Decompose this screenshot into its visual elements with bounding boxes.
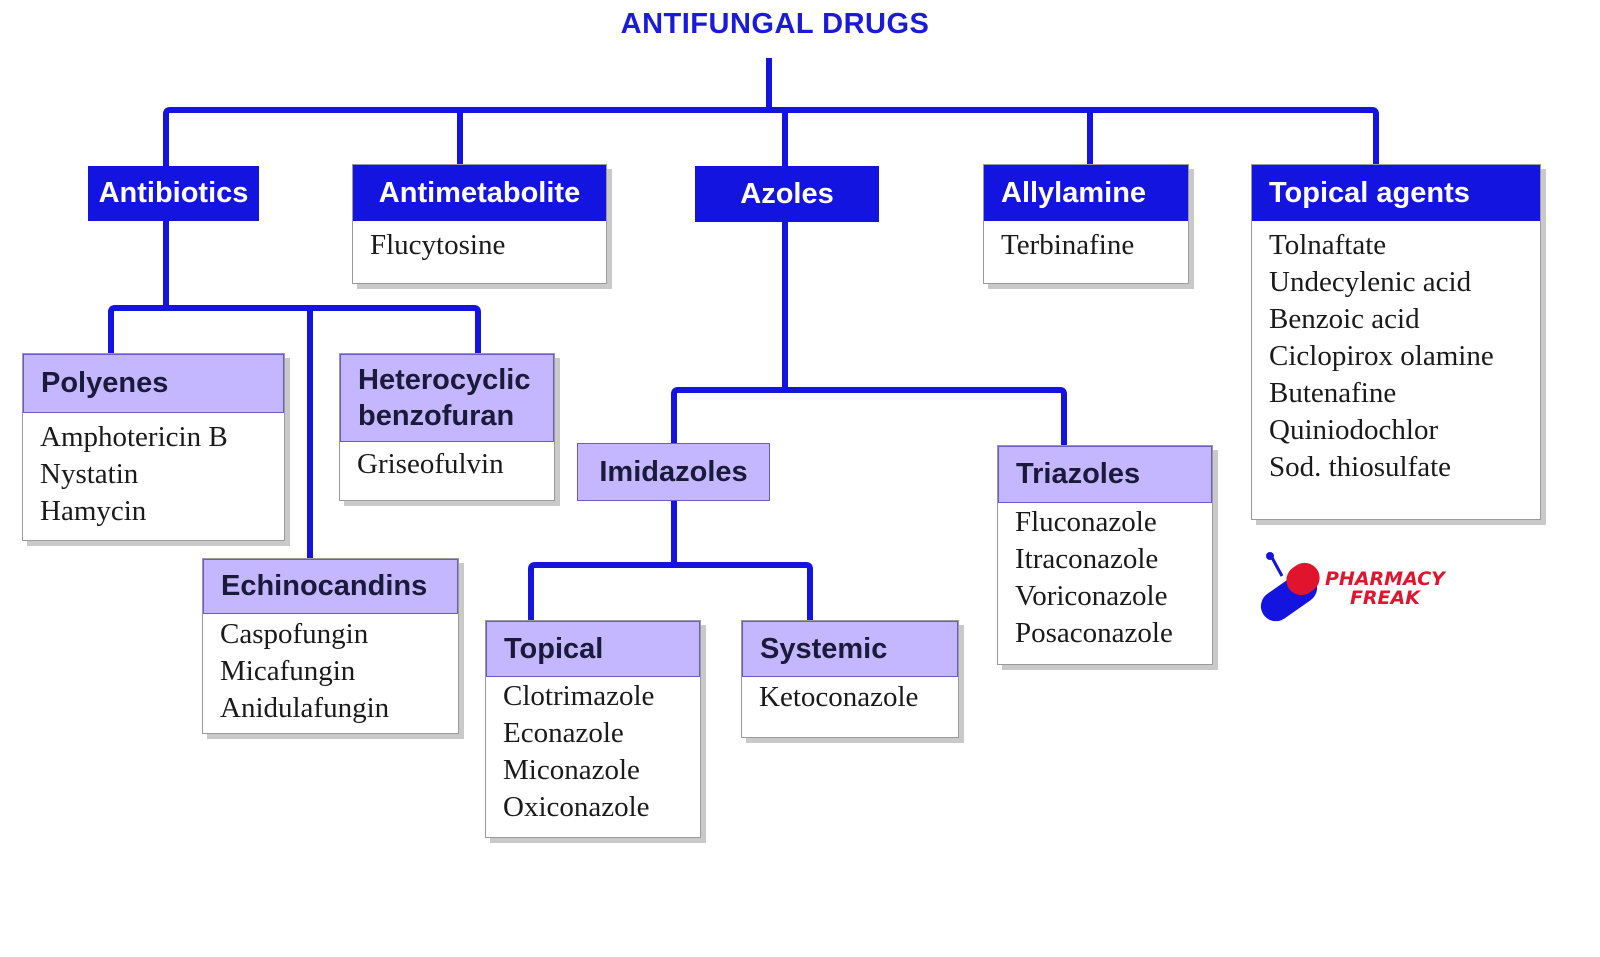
- drug-item: Itraconazole: [1015, 543, 1159, 575]
- drug-item: Econazole: [503, 717, 624, 749]
- drug-item: Voriconazole: [1015, 580, 1168, 612]
- node-antimetabolite-label: Antimetabolite: [353, 165, 606, 221]
- drug-item: Terbinafine: [1001, 229, 1135, 261]
- drug-item: Miconazole: [503, 754, 640, 786]
- node-systemic-label: Systemic: [742, 621, 958, 677]
- node-systemic: Systemic Ketoconazole: [741, 620, 959, 738]
- node-allylamine-items: Terbinafine: [984, 221, 1188, 264]
- drug-item: Flucytosine: [370, 229, 506, 261]
- node-heterocyclic-label: Heterocyclic benzofuran: [340, 354, 554, 442]
- drug-item: Amphotericin B: [40, 421, 228, 453]
- node-polyenes-label: Polyenes: [23, 354, 284, 413]
- node-imidazoles-label: Imidazoles: [577, 443, 770, 501]
- drug-item: Benzoic acid: [1269, 303, 1420, 335]
- node-echinocandins-label: Echinocandins: [203, 559, 458, 614]
- node-heterocyclic-benzofuran: Heterocyclic benzofuran Griseofulvin: [339, 353, 555, 501]
- node-antibiotics: Antibiotics: [88, 166, 259, 221]
- drug-item: Caspofungin: [220, 618, 369, 650]
- diagram-title: ANTIFUNGAL DRUGS: [620, 8, 930, 40]
- node-antimetabolite: Antimetabolite Flucytosine: [352, 164, 607, 284]
- drug-item: Butenafine: [1269, 377, 1397, 409]
- logo-line2: FREAK: [1349, 587, 1420, 609]
- node-topical-agents-label: Topical agents: [1252, 165, 1540, 221]
- drug-item: Tolnaftate: [1269, 229, 1387, 261]
- node-azoles-label: Azoles: [695, 166, 879, 222]
- logo-text: PHARMACY FREAK: [1325, 570, 1445, 608]
- drug-item: Nystatin: [40, 458, 139, 490]
- node-antibiotics-label: Antibiotics: [88, 166, 259, 221]
- node-heterocyclic-label-line2: benzofuran: [358, 400, 515, 432]
- node-allylamine-label: Allylamine: [984, 165, 1188, 221]
- drug-item: Quiniodochlor: [1269, 414, 1439, 446]
- node-imidazoles: Imidazoles: [577, 443, 770, 501]
- drug-item: Undecylenic acid: [1269, 266, 1472, 298]
- node-azoles: Azoles: [695, 166, 879, 222]
- node-topical-label: Topical: [486, 621, 700, 677]
- node-allylamine: Allylamine Terbinafine: [983, 164, 1189, 284]
- drug-item: Ketoconazole: [759, 681, 919, 713]
- drug-item: Anidulafungin: [220, 692, 390, 724]
- drug-item: Ciclopirox olamine: [1269, 340, 1494, 372]
- drug-item: Fluconazole: [1015, 506, 1157, 538]
- drug-item: Clotrimazole: [503, 680, 655, 712]
- drug-item: Griseofulvin: [357, 448, 504, 480]
- node-triazoles-label: Triazoles: [998, 446, 1212, 503]
- drug-item: Sod. thiosulfate: [1269, 451, 1452, 483]
- drug-item: Oxiconazole: [503, 791, 650, 823]
- drug-item: Micafungin: [220, 655, 356, 687]
- node-heterocyclic-label-line1: Heterocyclic: [358, 364, 531, 396]
- logo-line1: PHARMACY: [1325, 568, 1445, 590]
- node-heterocyclic-items: Griseofulvin: [340, 442, 554, 483]
- drug-item: Posaconazole: [1015, 617, 1173, 649]
- drug-item: Hamycin: [40, 495, 147, 527]
- pharmacy-freak-logo-icon: [1260, 552, 1320, 622]
- node-systemic-items: Ketoconazole: [742, 677, 958, 716]
- node-antimetabolite-items: Flucytosine: [353, 221, 606, 264]
